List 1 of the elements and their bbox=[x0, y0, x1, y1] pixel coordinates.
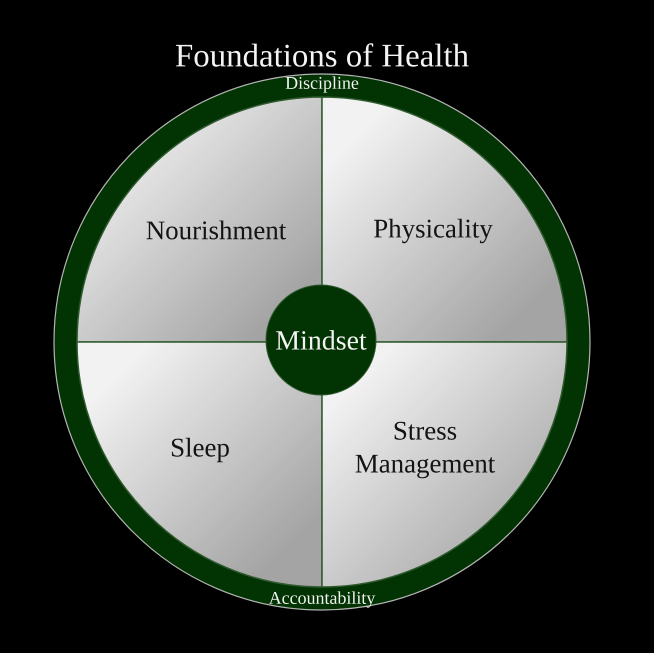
title: Foundations of Health bbox=[176, 43, 469, 67]
